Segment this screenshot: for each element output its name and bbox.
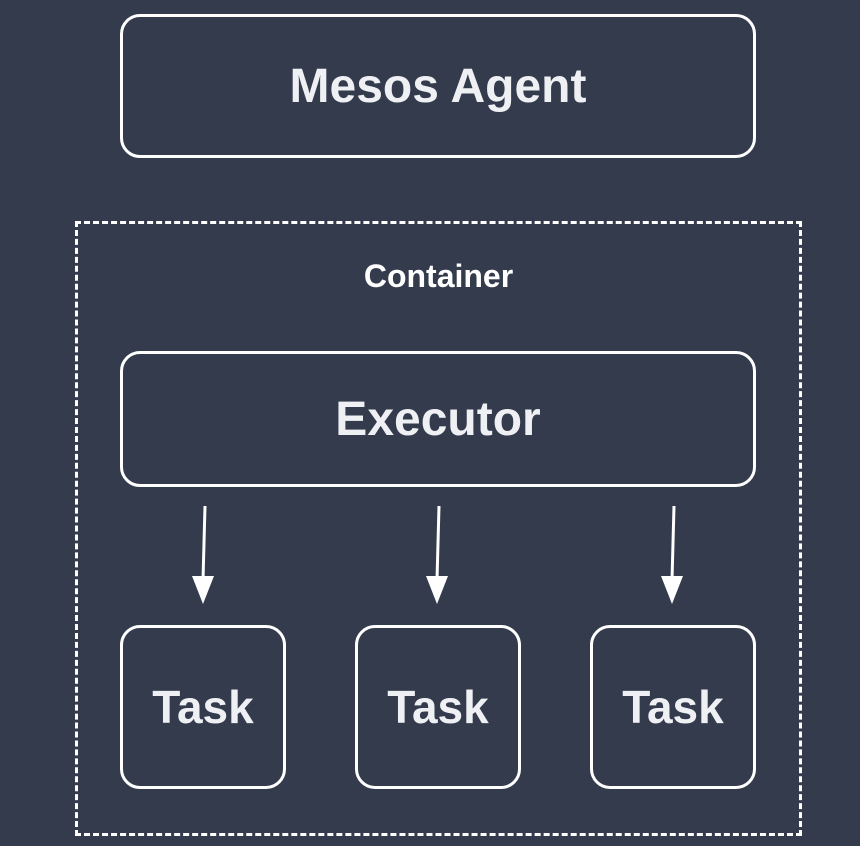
mesos-agent-label: Mesos Agent — [289, 59, 587, 113]
task-label-3: Task — [622, 681, 724, 733]
task-box-3: Task — [590, 625, 756, 789]
executor-box: Executor — [120, 351, 756, 487]
executor-label: Executor — [335, 392, 541, 446]
container-label: Container — [363, 258, 514, 294]
task-box-2: Task — [355, 625, 521, 789]
task-label-1: Task — [152, 681, 254, 733]
container-boundary — [75, 221, 802, 836]
task-box-1: Task — [120, 625, 286, 789]
mesos-agent-box: Mesos Agent — [120, 14, 756, 158]
task-label-2: Task — [387, 681, 489, 733]
